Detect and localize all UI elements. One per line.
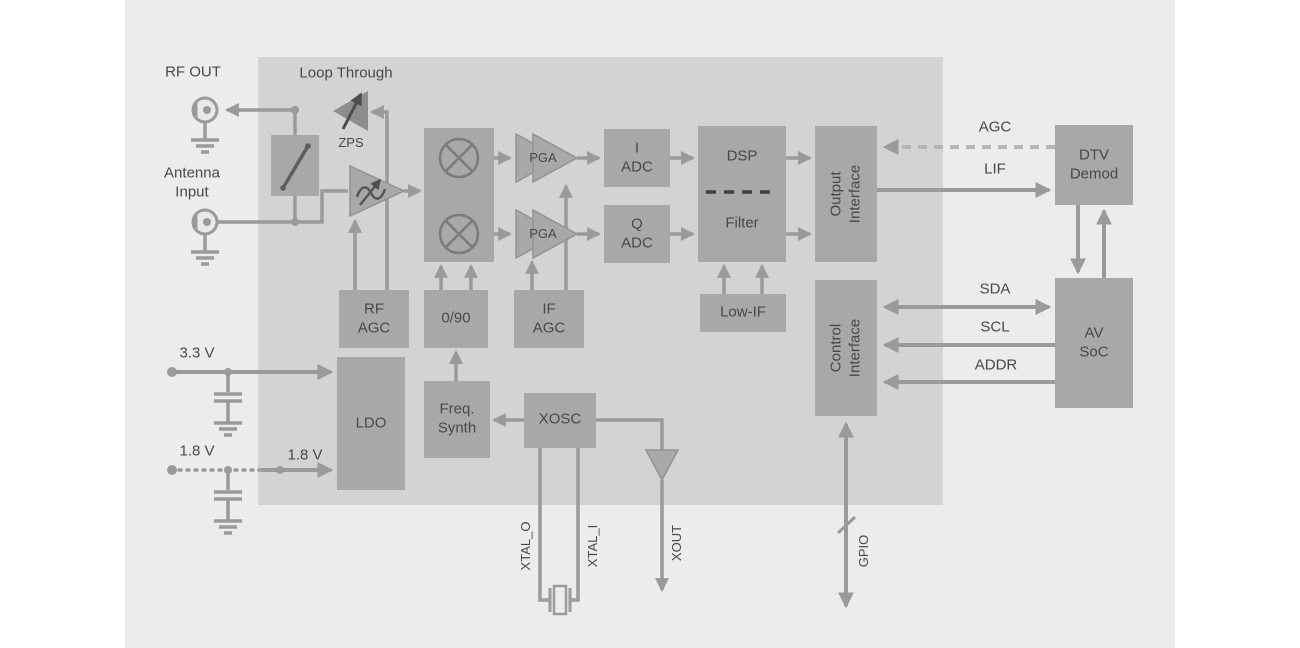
xout-pin-label: XOUT	[668, 524, 684, 562]
ground-icon	[214, 421, 242, 437]
low-if-block	[700, 294, 786, 332]
zps-label: ZPS	[338, 134, 364, 150]
capacitor-icon	[214, 372, 242, 423]
xout-buffer-icon	[644, 449, 680, 482]
pga-q-amp-icon	[515, 208, 579, 260]
pga-q-label: PGA	[529, 225, 557, 241]
if-agc-block	[514, 290, 584, 348]
xosc-block-label: XOSC	[538, 410, 582, 428]
ground-icon	[191, 234, 219, 266]
mixer-block	[424, 128, 494, 262]
mixer-icon	[438, 213, 480, 255]
scl-label: SCL	[980, 318, 1010, 336]
junction-dot	[276, 466, 284, 474]
antenna-input-label: Antenna Input	[164, 164, 220, 200]
antenna-to-lna-wire	[295, 189, 348, 224]
control-interface-label: Control Interface	[827, 318, 863, 378]
crystal-icon	[538, 448, 580, 616]
rf-agc-to-loop-amp-wire	[369, 105, 389, 290]
xtal-i-wire	[570, 448, 580, 602]
supply-1v8-label: 1.8 V	[179, 442, 215, 460]
if-agc-block-label: IF AGC	[532, 300, 566, 336]
supply-3v3-net	[167, 364, 334, 437]
filter-label: Filter	[725, 214, 759, 232]
ldo-block-label: LDO	[355, 414, 387, 432]
output-interface-label: Output Interface	[827, 164, 863, 224]
junction-dot	[291, 106, 299, 114]
freq-synth-block-label: Freq. Synth	[437, 400, 477, 436]
mixer-icon	[438, 137, 480, 179]
loop-through-label: Loop Through	[299, 64, 393, 82]
control-interface-block	[815, 280, 877, 416]
q-adc-block-label: Q ADC	[621, 215, 653, 251]
xosc-block	[524, 393, 596, 448]
lna-amp-icon	[349, 164, 406, 218]
xtal-o-pin-label: XTAL_O	[517, 521, 533, 571]
coax-connector-icon	[191, 208, 219, 266]
xtal-i-pin-label: XTAL_I	[584, 524, 600, 568]
dtv-demod-block-label: DTV Demod	[1069, 146, 1119, 182]
ground-icon	[191, 122, 219, 154]
quad-divider-block-label: 0/90	[441, 309, 471, 327]
coax-connector-icon	[191, 96, 219, 154]
xtal-o-wire	[538, 448, 550, 602]
blocks-layer	[271, 91, 1133, 490]
i-adc-block-label: I ADC	[621, 139, 653, 175]
q-adc-block	[604, 205, 670, 263]
supply-terminal	[167, 465, 177, 475]
rf-agc-block	[339, 290, 409, 348]
av-soc-block	[1055, 278, 1133, 408]
capacitor-icon	[214, 470, 242, 521]
junction-dot	[291, 218, 299, 226]
dsp-label: DSP	[726, 147, 758, 165]
supply-3v3-label: 3.3 V	[179, 344, 215, 362]
output-interface-block	[815, 126, 877, 262]
agc-label: AGC	[978, 118, 1012, 136]
ldo-block	[337, 357, 405, 490]
freq-synth-block	[424, 381, 490, 458]
gpio-pin-label: GPIO	[855, 534, 871, 568]
switch-icon	[281, 145, 310, 189]
loop-through-amp-icon	[333, 91, 368, 131]
xosc-to-buffer-wire	[596, 418, 664, 450]
ground-icon	[214, 519, 242, 535]
addr-label: ADDR	[974, 356, 1018, 374]
dsp-filter-block	[698, 126, 786, 262]
pga-i-label: PGA	[529, 149, 557, 165]
sda-label: SDA	[979, 280, 1011, 298]
pga-i-amp-icon	[515, 132, 579, 184]
bus-slash-icon	[836, 515, 857, 535]
dtv-demod-block	[1055, 125, 1133, 205]
lif-label: LIF	[984, 160, 1006, 178]
rf-agc-block-label: RF AGC	[357, 300, 391, 336]
rf-out-label: RF OUT	[165, 63, 221, 81]
low-if-block-label: Low-IF	[720, 303, 766, 321]
av-soc-block-label: AV SoC	[1079, 324, 1109, 360]
supply-1v8-net	[167, 462, 334, 535]
quad-divider-block	[424, 290, 488, 348]
i-adc-block	[604, 129, 670, 187]
core-1v8-label: 1.8 V	[287, 446, 323, 464]
